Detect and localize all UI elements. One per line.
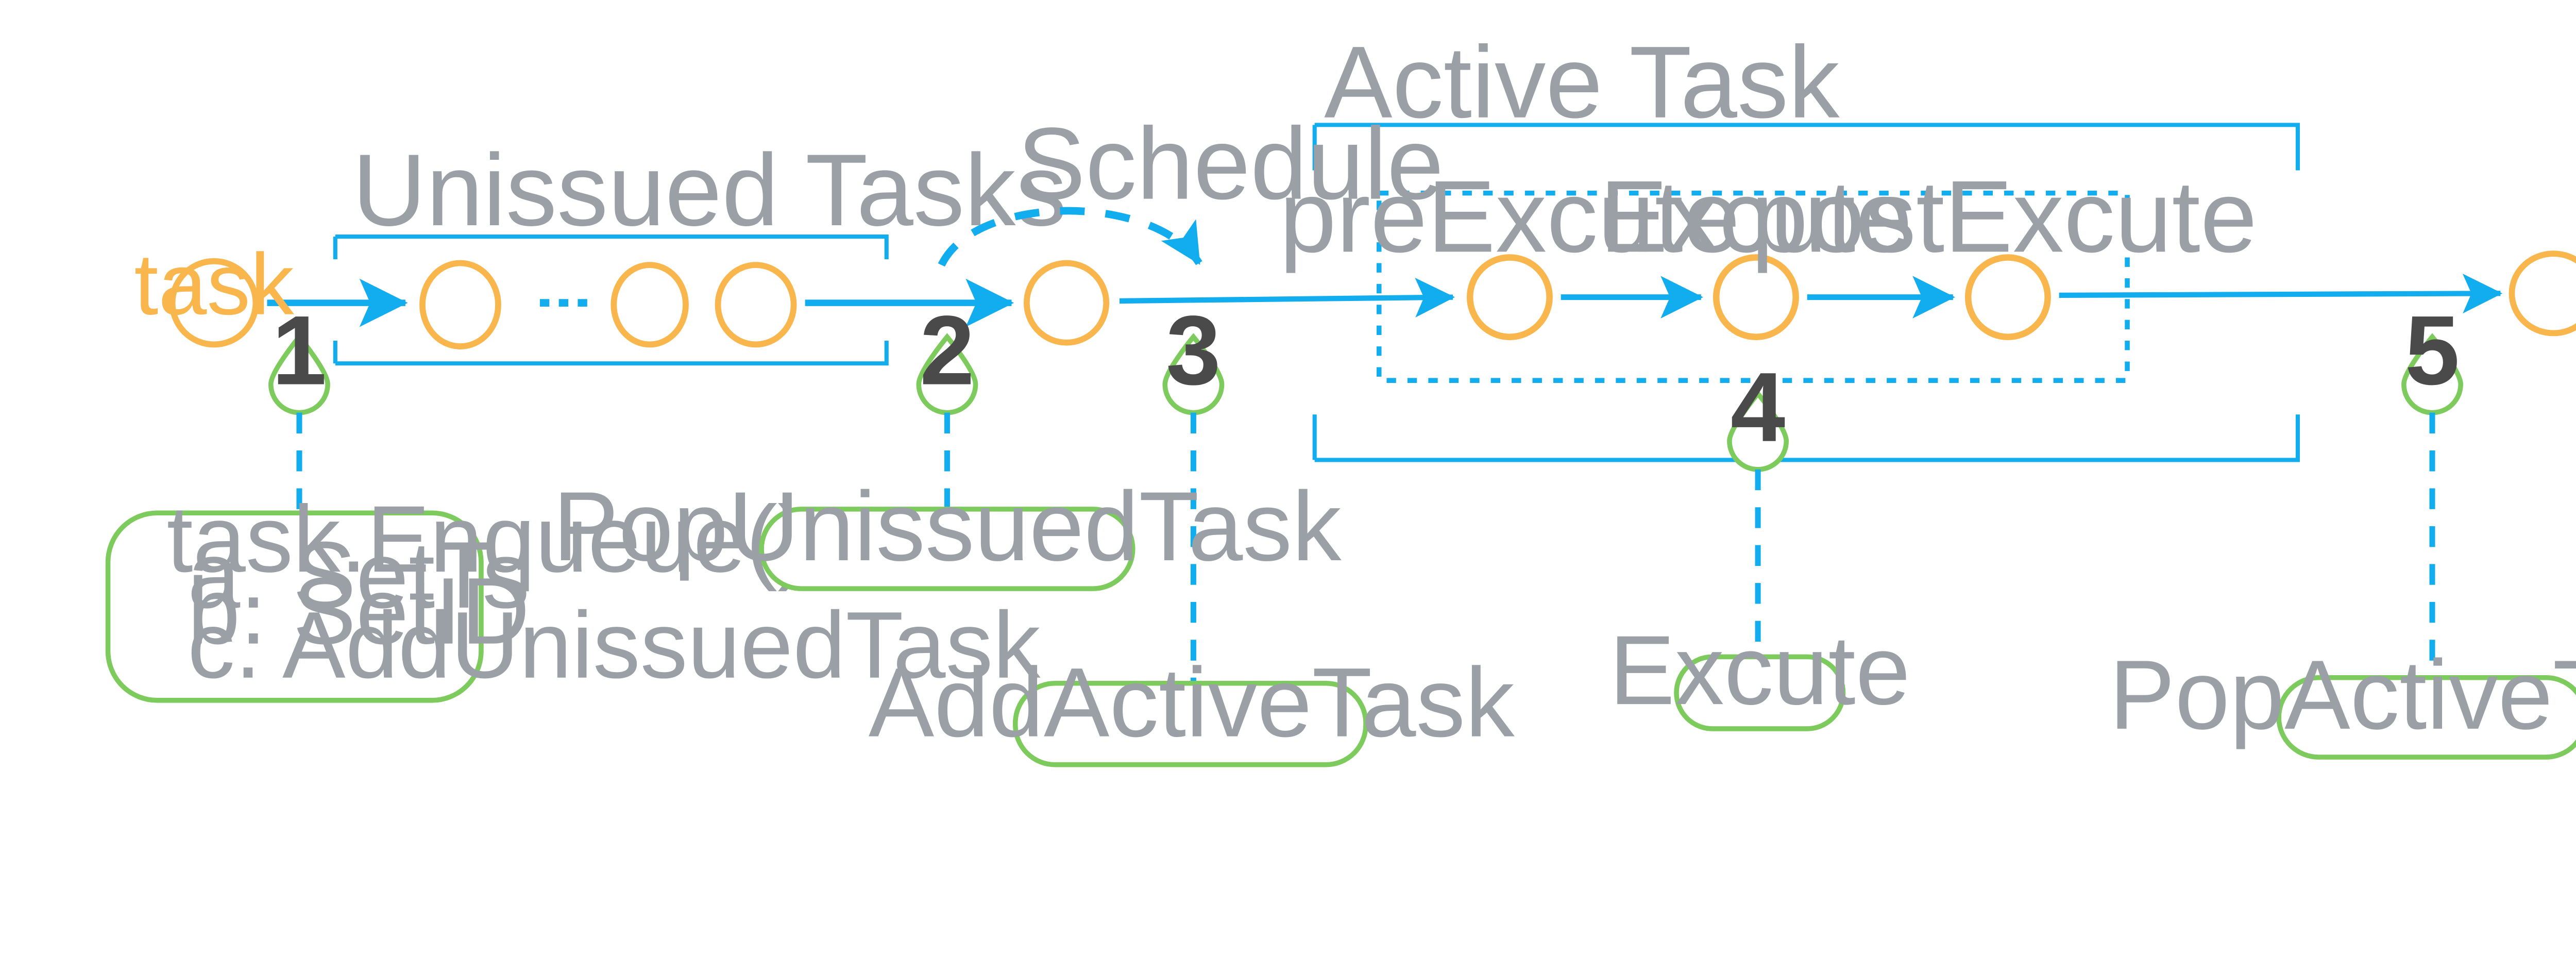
callout-enqueue[interactable]: task.Enqueue() a. SetTs b. SetID c. AddU… — [105, 486, 1041, 703]
node-excute — [1713, 254, 1799, 340]
task-nodes — [169, 250, 2576, 349]
schedule-arc — [938, 207, 1202, 267]
callout-excute[interactable]: Excute — [1609, 615, 1910, 731]
flow-connectors — [267, 273, 2503, 327]
excute-label: Excute — [1600, 160, 1912, 274]
step-marker-5-number: 5 — [2405, 296, 2460, 406]
unissued-tasks-label: Unissued Tasks — [352, 133, 1067, 247]
node-post-excute — [1964, 254, 2051, 340]
node-pre-excute — [1466, 254, 1553, 340]
callout-pop-active-label: PopActiveTask — [2109, 640, 2576, 750]
node-scheduled — [1023, 260, 1110, 346]
callout-enqueue-line-4: c. AddUnissuedTask — [188, 592, 1041, 698]
callout-enqueue-line-2: a. SetTs — [188, 522, 530, 628]
node-task — [169, 258, 259, 348]
unissued-tasks-bracket — [333, 235, 889, 366]
callout-pop-unissued-label: PopUnissuedTask — [553, 472, 1342, 581]
callout-enqueue-box — [105, 510, 484, 703]
ellipsis-icon — [539, 299, 587, 307]
node-queued-1 — [419, 260, 501, 349]
callout-excute-box — [1674, 654, 1846, 731]
node-queued-2 — [611, 262, 689, 348]
step-marker-5[interactable]: 5 — [2401, 296, 2463, 415]
callout-pop-active-box — [2276, 675, 2576, 760]
step-marker-3[interactable]: 3 — [1162, 296, 1225, 415]
post-excute-label: postExcute — [1751, 160, 2257, 274]
callout-excute-label: Excute — [1609, 615, 1910, 725]
excute-stages-dotted-box — [1376, 190, 2130, 383]
step-marker-1-number: 1 — [272, 296, 327, 406]
step-marker-4[interactable]: 4 — [1727, 353, 1789, 472]
callout-add-active-box — [1012, 681, 1368, 767]
step-marker-1[interactable]: 1 — [268, 296, 330, 415]
step-marker-3-number: 3 — [1166, 296, 1221, 406]
step-marker-2[interactable]: 2 — [916, 296, 978, 415]
node-queued-3 — [715, 262, 797, 348]
schedule-label: Schedule — [1017, 107, 1444, 221]
callout-pop-active[interactable]: PopActiveTask — [2109, 640, 2576, 760]
active-task-bracket — [1312, 123, 2300, 462]
step-marker-2-number: 2 — [920, 296, 974, 406]
callout-pop-unissued-box — [759, 507, 1136, 591]
node-task-label: task — [134, 236, 294, 333]
active-task-label: Active Task — [1324, 25, 1840, 140]
node-done — [2509, 250, 2576, 337]
callout-add-active-label: AddActiveTask — [869, 648, 1515, 758]
callout-add-active[interactable]: AddActiveTask — [869, 648, 1515, 767]
step-marker-4-number: 4 — [1731, 353, 1785, 462]
callout-pop-unissued[interactable]: PopUnissuedTask — [553, 472, 1342, 591]
pre-excute-label: preExcute — [1279, 160, 1740, 274]
callout-leaders — [296, 412, 2435, 685]
callout-enqueue-line-1: task.Enqueue() — [167, 486, 809, 592]
callout-enqueue-line-3: b. SetID — [188, 558, 530, 664]
